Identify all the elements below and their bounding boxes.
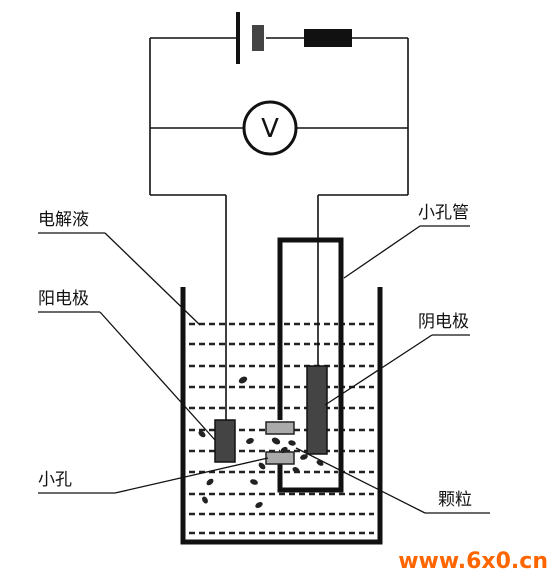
particles: [198, 376, 324, 509]
battery: [236, 12, 264, 64]
voltmeter: V: [242, 100, 298, 156]
hole-cap-top: [265, 421, 295, 435]
voltmeter-label: V: [261, 114, 279, 144]
anode-electrode: [214, 419, 236, 463]
label-anode: 阳电极: [38, 289, 89, 309]
watermark: www.6x0.cn: [398, 549, 548, 574]
resistor: [304, 29, 352, 47]
circuit-wiring: [149, 37, 409, 422]
label-electrolyte: 电解液: [38, 210, 89, 230]
beaker: [180, 287, 383, 545]
cathode-electrode: [306, 365, 328, 455]
label-cathode: 阴电极: [418, 312, 469, 332]
label-small-hole: 小孔: [38, 470, 72, 490]
label-small-hole-tube: 小孔管: [418, 203, 469, 223]
label-particle: 颗粒: [438, 490, 472, 510]
leader-lines: [38, 225, 490, 514]
hole-cap-bottom: [265, 451, 295, 465]
